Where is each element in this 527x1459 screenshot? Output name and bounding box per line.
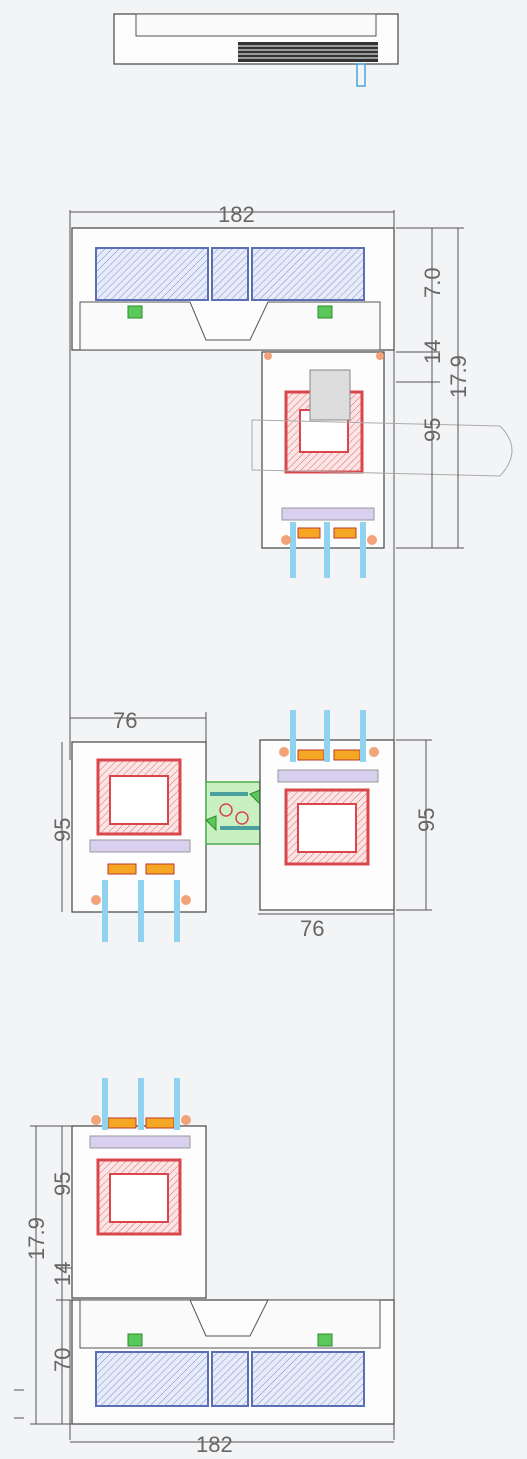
middle-section: 76 95 xyxy=(50,708,439,942)
dim-bot-width: 182 xyxy=(196,1432,233,1457)
dim-bot-179: 17.9 xyxy=(24,1217,49,1260)
dim-top-95: 95 xyxy=(420,418,445,442)
mullion-connector xyxy=(205,781,261,845)
dim-mid-h-right: 95 xyxy=(414,808,439,832)
dim-top-70: 7.0 xyxy=(420,267,445,298)
dim-mid-width-left: 76 xyxy=(113,708,137,733)
steel-reinforcement-left xyxy=(95,247,209,301)
dim-bot-95: 95 xyxy=(50,1172,75,1196)
top-sash-overview xyxy=(113,13,399,87)
glass-pane xyxy=(290,522,296,578)
top-section: 182 7.0 xyxy=(70,202,513,578)
dim-top-14: 14 xyxy=(420,340,445,364)
dim-mid-h-left: 95 xyxy=(50,818,75,842)
bottom-section: 95 14 17.9 70 182 xyxy=(14,1078,395,1457)
dim-top-width: 182 xyxy=(218,202,255,227)
dim-bot-70: 70 xyxy=(50,1348,75,1372)
handle-outline xyxy=(251,419,513,477)
dim-top-179: 17.9 xyxy=(446,355,471,398)
dim-bot-14: 14 xyxy=(50,1262,75,1286)
dim-mid-width-right: 76 xyxy=(300,916,324,941)
